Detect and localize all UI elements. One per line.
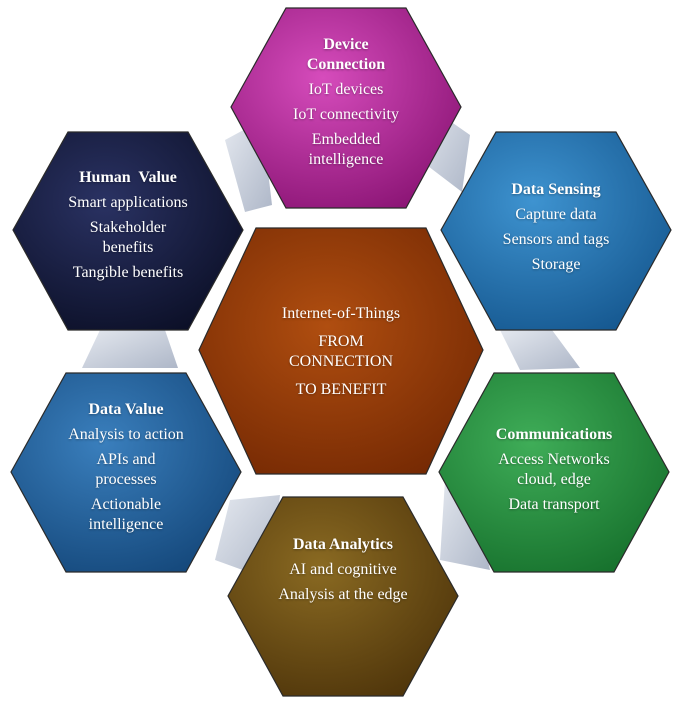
communications-item-data-transport: Data transport — [508, 496, 600, 513]
data-analytics-text: Data Analytics AI and cognitive Analysis… — [243, 535, 443, 610]
communications-text: Communications Access Networks cloud, ed… — [454, 425, 654, 520]
hexagon-center — [198, 227, 484, 475]
sensing-item-storage: Storage — [531, 256, 581, 273]
value-item-analysis-to-action: Analysis to action — [68, 426, 184, 443]
hexagon-data-analytics — [227, 496, 459, 697]
data-sensing-title: Data Sensing — [511, 181, 601, 198]
hexagon-communications — [438, 372, 670, 573]
hexagon-data-sensing — [440, 131, 672, 331]
device-item-embedded-intelligence: Embedded intelligence — [308, 131, 384, 168]
sensing-item-sensors-tags: Sensors and tags — [502, 231, 610, 248]
communications-title: Communications — [495, 426, 613, 443]
device-connection-title: Device Connection — [246, 35, 446, 75]
data-sensing-text: Data Sensing Capture data Sensors and ta… — [456, 180, 656, 280]
device-item-iot-devices: IoT devices — [308, 81, 384, 98]
data-value-title: Data Value — [88, 401, 164, 418]
human-value-text: Human Value Smart applications Stakehold… — [28, 168, 228, 288]
device-connection-text: Device Connection IoT devices IoT connec… — [246, 35, 446, 175]
hexagon-data-value — [10, 372, 242, 573]
communications-item-access-networks: Access Networks cloud, edge — [498, 451, 610, 488]
human-item-tangible-benefits: Tangible benefits — [72, 264, 184, 281]
sensing-item-capture-data: Capture data — [515, 206, 597, 223]
data-analytics-title: Data Analytics — [293, 536, 393, 553]
center-title-iot: Internet-of-Things — [281, 305, 401, 322]
connector-communications-analytics — [440, 475, 490, 570]
device-item-iot-connectivity: IoT connectivity — [293, 106, 399, 123]
human-value-title: Human Value — [79, 169, 177, 186]
analytics-item-ai-cognitive: AI and cognitive — [289, 561, 397, 578]
device-title-line1: Device — [323, 36, 369, 53]
value-item-apis-processes: APIs and processes — [95, 451, 157, 488]
human-item-stakeholder-benefits: Stakeholder benefits — [89, 219, 167, 256]
center-line-to-benefit: TO BENEFIT — [295, 381, 387, 398]
hexagon-device-connection — [230, 7, 462, 209]
analytics-item-analysis-edge: Analysis at the edge — [278, 586, 408, 603]
hexagon-human-value — [12, 131, 244, 331]
device-title-line2: Connection — [306, 56, 386, 73]
connector-value-human — [82, 330, 178, 368]
center-line-connection: CONNECTION — [289, 353, 393, 370]
data-value-text: Data Value Analysis to action APIs and p… — [26, 400, 226, 540]
connector-sensing-communications — [500, 330, 580, 370]
center-line-from: FROM — [318, 333, 364, 350]
human-item-smart-applications: Smart applications — [68, 194, 188, 211]
center-text: Internet-of-Things FROM CONNECTION TO BE… — [241, 304, 441, 400]
value-item-actionable-intelligence: Actionable intelligence — [88, 496, 164, 533]
